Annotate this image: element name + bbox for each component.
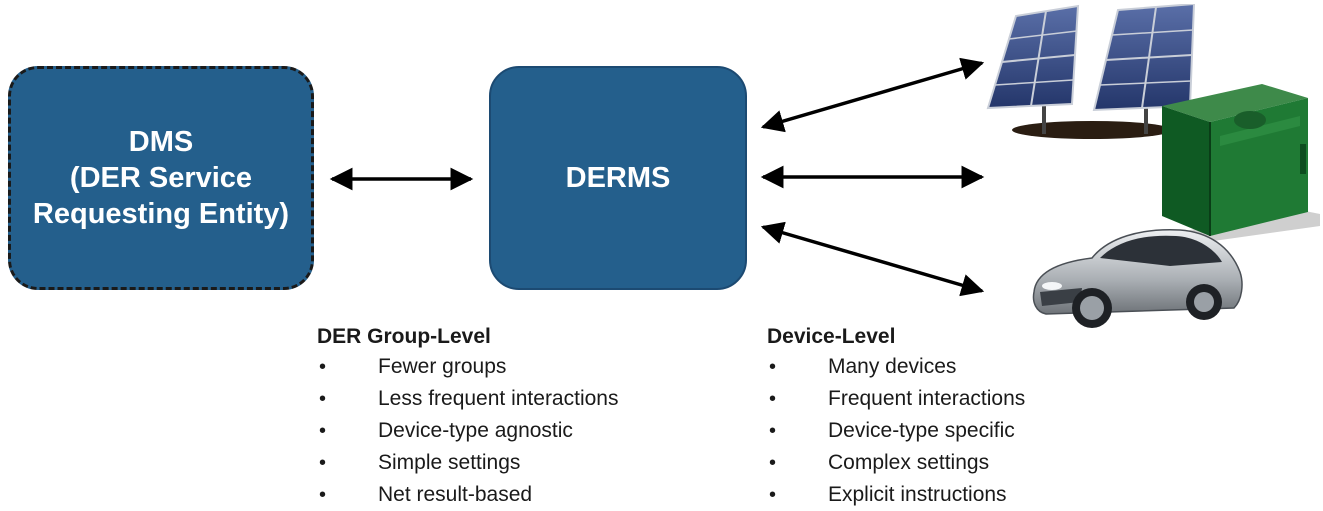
list-item-text: Many devices — [828, 355, 957, 378]
derms-solar-arrow — [760, 57, 985, 133]
bullet-icon: • — [319, 484, 327, 506]
generator-icon — [1154, 84, 1320, 246]
list-item-text: Device-type agnostic — [378, 419, 573, 442]
dms-label-line3: Requesting Entity) — [32, 198, 290, 230]
list-item-text: Complex settings — [828, 451, 990, 474]
device-level-list: • Many devices • Frequent interactions • De… — [767, 351, 1025, 511]
list-item: • Fewer groups — [317, 351, 618, 383]
list-item: • Net result-based — [317, 479, 618, 511]
list-item: • Frequent interactions — [767, 383, 1025, 415]
group-level-list: • Fewer groups • Less frequent interaction… — [317, 351, 618, 511]
device-level-section: Device-Level • Many devices • Frequent int… — [767, 322, 1025, 511]
bullet-icon: • — [769, 356, 777, 378]
dms-label-line2: (DER Service — [69, 162, 253, 194]
list-item-text: Net result-based — [378, 483, 533, 506]
electric-car-icon — [1032, 229, 1243, 328]
list-item-text: Fewer groups — [378, 355, 507, 378]
list-item-text: Frequent interactions — [828, 387, 1026, 410]
bullet-icon: • — [769, 420, 777, 442]
bullet-icon: • — [769, 388, 777, 410]
derms-box: DERMS — [489, 66, 747, 290]
list-item-text: Less frequent interactions — [378, 387, 619, 410]
group-level-section: DER Group-Level • Fewer groups • Less freq… — [317, 322, 618, 511]
list-item: • Explicit instructions — [767, 479, 1025, 511]
list-item: • Less frequent interactions — [317, 383, 618, 415]
derms-label: DERMS — [565, 162, 671, 194]
bullet-icon: • — [319, 356, 327, 378]
bullet-icon: • — [319, 420, 327, 442]
list-item-text: Explicit instructions — [828, 483, 1007, 506]
solar-panel-icon — [986, 4, 1196, 139]
list-item: • Complex settings — [767, 447, 1025, 479]
bullet-icon: • — [319, 388, 327, 410]
list-item: • Device-type specific — [767, 415, 1025, 447]
list-item-text: Simple settings — [378, 451, 521, 474]
group-level-title: DER Group-Level — [317, 325, 491, 348]
device-level-title: Device-Level — [767, 325, 896, 348]
bullet-icon: • — [319, 452, 327, 474]
bullet-icon: • — [769, 484, 777, 506]
list-item: • Many devices — [767, 351, 1025, 383]
derms-car-arrow — [760, 221, 985, 297]
list-item-text: Device-type specific — [828, 419, 1015, 442]
bullet-icon: • — [769, 452, 777, 474]
dms-box: DMS (DER Service Requesting Entity) — [8, 66, 314, 290]
list-item: • Device-type agnostic — [317, 415, 618, 447]
list-item: • Simple settings — [317, 447, 618, 479]
dms-label-line1: DMS — [128, 126, 194, 158]
